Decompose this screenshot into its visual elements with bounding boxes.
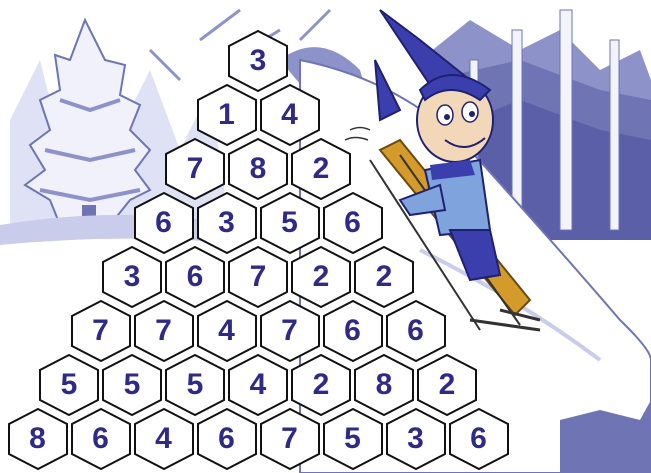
- hexagon-shape: [196, 300, 258, 362]
- hexagon-shape: [101, 246, 163, 308]
- hexagon-shape: [290, 138, 352, 200]
- hexagon-shape: [385, 300, 447, 362]
- hex-cell: 3: [196, 192, 258, 254]
- hexagon-shape: [290, 246, 352, 308]
- hex-cell: 6: [385, 300, 447, 362]
- hexagon-shape: [416, 354, 478, 416]
- hex-cell: 7: [133, 300, 195, 362]
- hexagon-shape: [196, 408, 258, 470]
- hex-cell: 6: [322, 192, 384, 254]
- hex-cell: 3: [385, 408, 447, 470]
- hexagon-shape: [322, 192, 384, 254]
- hexagon-shape: [70, 300, 132, 362]
- hex-cell: 7: [227, 246, 289, 308]
- hex-cell: 2: [290, 138, 352, 200]
- hex-cell: 8: [227, 138, 289, 200]
- hex-cell: 8: [353, 354, 415, 416]
- hex-cell: 2: [290, 354, 352, 416]
- hexagon-shape: [133, 408, 195, 470]
- hex-cell: 5: [259, 192, 321, 254]
- hexagon-shape: [70, 408, 132, 470]
- hex-cell: 1: [196, 84, 258, 146]
- hexagon-shape: [227, 138, 289, 200]
- hex-cell: 4: [196, 300, 258, 362]
- hexagon-shape: [259, 84, 321, 146]
- hex-cell: 8: [7, 408, 69, 470]
- hex-cell: 2: [353, 246, 415, 308]
- hexagon-shape: [101, 354, 163, 416]
- hex-cell: 6: [196, 408, 258, 470]
- hexagon-shape: [196, 192, 258, 254]
- hexagon-shape: [259, 300, 321, 362]
- hex-cell: 4: [227, 354, 289, 416]
- hex-cell: 6: [448, 408, 510, 470]
- hexagon-shape: [353, 354, 415, 416]
- hex-cell: 5: [164, 354, 226, 416]
- hex-cell: 2: [416, 354, 478, 416]
- hexagon-shape: [196, 84, 258, 146]
- hexagon-shape: [385, 408, 447, 470]
- hexagon-shape: [164, 138, 226, 200]
- hexagon-shape: [448, 408, 510, 470]
- hex-cell: 5: [101, 354, 163, 416]
- hexagon-shape: [38, 354, 100, 416]
- hex-cell: 2: [290, 246, 352, 308]
- hexagon-shape: [164, 246, 226, 308]
- hexagon-shape: [259, 192, 321, 254]
- hexagon-shape: [322, 408, 384, 470]
- hex-cell: 3: [227, 30, 289, 92]
- hex-cell: 4: [133, 408, 195, 470]
- hexagon-shape: [7, 408, 69, 470]
- hex-cell: 6: [70, 408, 132, 470]
- hexagon-shape: [227, 30, 289, 92]
- hexagon-shape: [353, 246, 415, 308]
- hex-cell: 4: [259, 84, 321, 146]
- hexagon-shape: [322, 300, 384, 362]
- hex-cell: 6: [322, 300, 384, 362]
- hex-cell: 7: [259, 300, 321, 362]
- hexagon-shape: [133, 192, 195, 254]
- hexagon-shape: [133, 300, 195, 362]
- hex-cell: 7: [70, 300, 132, 362]
- hex-cell: 6: [164, 246, 226, 308]
- hex-cell: 5: [322, 408, 384, 470]
- hexagon-shape: [164, 354, 226, 416]
- hex-cell: 7: [259, 408, 321, 470]
- hex-cell: 5: [38, 354, 100, 416]
- hex-cell: 3: [101, 246, 163, 308]
- hexagon-shape: [227, 246, 289, 308]
- hex-cell: 6: [133, 192, 195, 254]
- hexagon-shape: [290, 354, 352, 416]
- hexagon-shape: [227, 354, 289, 416]
- hexagon-shape: [259, 408, 321, 470]
- hex-cell: 7: [164, 138, 226, 200]
